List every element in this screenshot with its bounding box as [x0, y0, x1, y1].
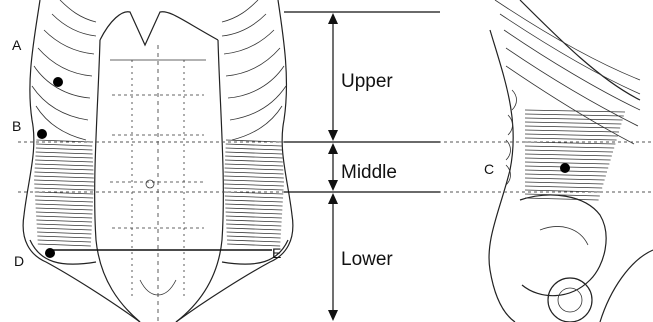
marker-b — [37, 129, 47, 139]
label-c: C — [484, 161, 494, 177]
region-label-upper: Upper — [341, 71, 393, 92]
region-dividers — [18, 142, 653, 250]
lower-arrow-bottom — [328, 310, 338, 321]
label-d: D — [14, 253, 24, 269]
lower-arrow-top — [328, 193, 338, 204]
front-torso-illustration — [23, 0, 293, 322]
upper-arrow-bottom — [328, 130, 338, 141]
upper-arrow-top — [328, 13, 338, 24]
label-e: E — [272, 245, 281, 261]
region-labels: Upper Middle Lower — [341, 71, 397, 270]
marker-d — [45, 248, 55, 258]
marker-a — [53, 77, 63, 87]
region-label-middle: Middle — [341, 162, 397, 183]
region-label-lower: Lower — [341, 249, 393, 270]
middle-arrow-top — [328, 143, 338, 154]
label-b: B — [12, 118, 21, 134]
label-a: A — [12, 37, 22, 53]
side-torso-illustration — [489, 0, 653, 322]
marker-c — [560, 163, 570, 173]
middle-arrow-bottom — [328, 180, 338, 191]
